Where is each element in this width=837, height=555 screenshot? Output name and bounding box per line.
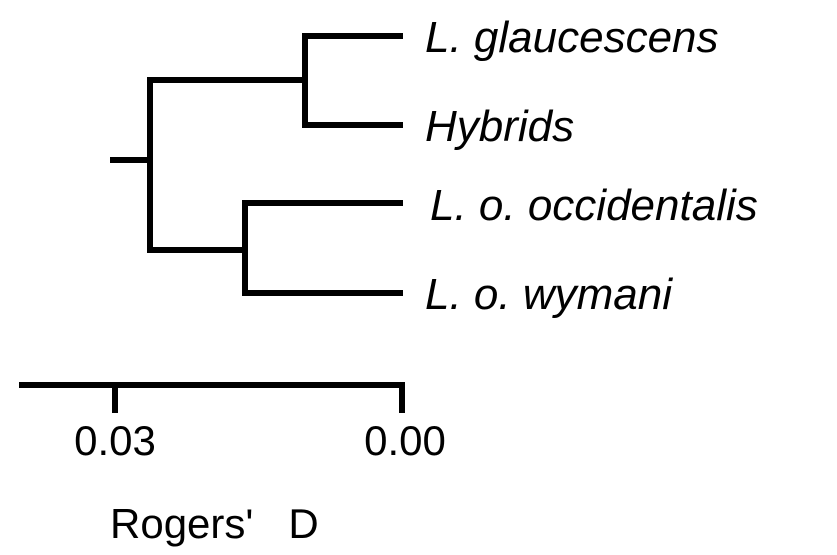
taxon-label-wymani: L. o. wymani: [425, 270, 673, 319]
taxon-label-occidentalis: L. o. occidentalis: [430, 181, 758, 230]
scale-bar-title: Rogers' D: [110, 500, 319, 547]
scale-tick-label-right: 0.00: [364, 417, 446, 464]
scale-tick-label-left: 0.03: [74, 417, 156, 464]
taxon-label-hybrids: Hybrids: [425, 102, 574, 151]
taxon-label-glaucescens: L. glaucescens: [425, 13, 719, 62]
